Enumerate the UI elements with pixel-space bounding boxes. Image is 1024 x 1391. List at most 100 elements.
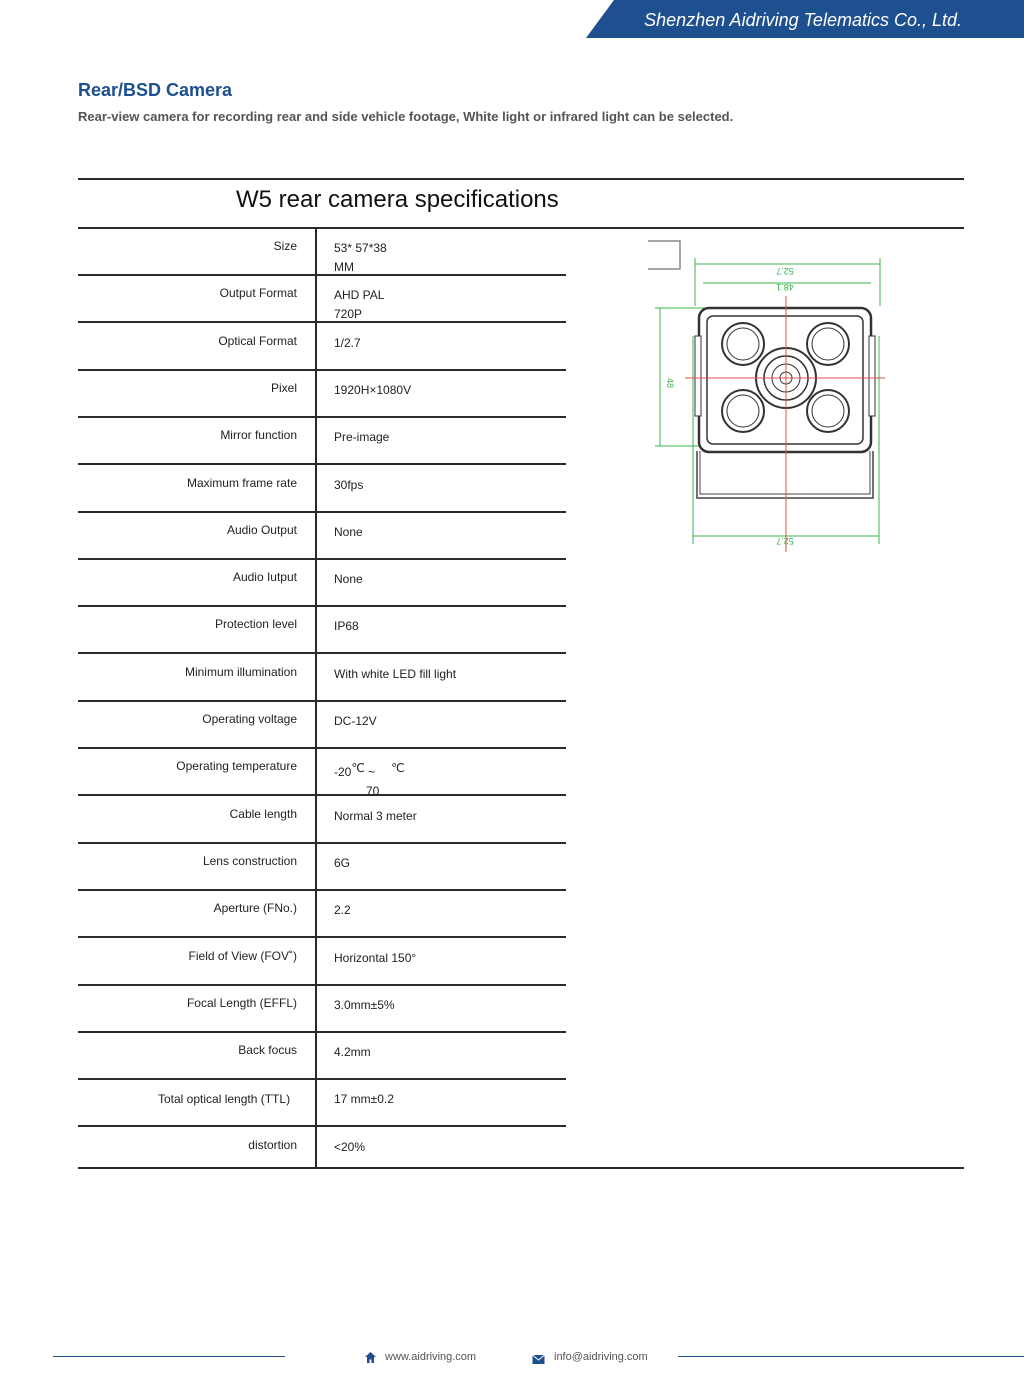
spec-value-line1: 53* 57*38	[334, 241, 387, 255]
spec-value-line1: None	[334, 572, 363, 587]
table-bottom-rule	[78, 1167, 964, 1169]
spec-row: Total optical length (TTL) 17 mm±0.2	[78, 1080, 566, 1128]
spec-row: Field of View (FOV˚) Horizontal 150°	[78, 939, 566, 986]
spec-value-line1: 1920H×1080V	[334, 382, 412, 397]
spec-label: Optical Format	[218, 333, 297, 348]
camera-technical-drawing: 52.7 48.1 48 52.7	[648, 240, 885, 552]
spec-value-line2: 720P	[334, 307, 363, 322]
spec-label: Mirror function	[220, 428, 297, 443]
spec-value-line1: None	[334, 524, 363, 539]
spec-value-line1: 30fps	[334, 477, 364, 492]
spec-value-line1: Horizontal 150°	[334, 950, 417, 965]
row-separator	[78, 747, 566, 749]
spec-value-line1: 1/2.7	[334, 335, 361, 350]
spec-label: Cable length	[229, 806, 297, 821]
spec-label: Operating voltage	[202, 712, 297, 726]
footer-website[interactable]: www.aidriving.com	[385, 1351, 477, 1363]
spec-row: Output Format AHD PAL 720P	[78, 276, 566, 324]
spec-value: 2.2	[334, 901, 351, 920]
row-separator	[78, 888, 566, 891]
spec-value-line1: DC-12V	[334, 714, 377, 728]
dim-bottom-label: 52.7	[776, 536, 794, 546]
row-separator	[78, 936, 566, 939]
spec-row: Audio Output None	[78, 513, 566, 560]
spec-label: Maximum frame rate	[186, 475, 297, 490]
footer-rule-left	[53, 1356, 285, 1357]
spec-value: Normal 3 meter	[334, 807, 417, 826]
table-header-rule	[78, 227, 964, 229]
spec-value-line1: -20	[334, 765, 352, 780]
dim-top-label: 52.7	[776, 266, 794, 276]
spec-label: Focal Length (EFFL)	[186, 995, 297, 1010]
spec-value: None	[334, 570, 363, 589]
spec-value-line1: AHD PAL	[334, 288, 385, 303]
spec-table-title: W5 rear camera specifications	[236, 186, 559, 213]
header-banner	[586, 0, 1024, 38]
row-separator	[78, 368, 566, 371]
table-column-divider	[315, 229, 317, 1169]
spec-value: None	[334, 523, 363, 542]
spec-value: 4.2mm	[334, 1043, 371, 1062]
company-name: Shenzhen Aidriving Telematics Co., Ltd.	[644, 10, 962, 30]
spec-label: Minimum illumination	[184, 664, 297, 679]
spec-value-line1: With white LED fill light	[334, 666, 457, 681]
section-description: Rear-view camera for recording rear and …	[78, 109, 734, 124]
spec-value: Pre-image	[334, 428, 389, 447]
spec-row: Minimum illumination With white LED fill …	[78, 655, 566, 702]
home-icon	[365, 1352, 376, 1363]
row-separator	[78, 983, 566, 986]
footer-email[interactable]: info@aidriving.com	[554, 1351, 648, 1363]
spec-label: Pixel	[270, 380, 297, 395]
spec-label: Output Format	[219, 286, 297, 301]
spec-label: Field of View (FOV˚)	[188, 948, 297, 963]
row-separator	[78, 415, 566, 418]
spec-row: Mirror function Pre-image	[78, 418, 566, 466]
row-separator	[78, 841, 566, 844]
spec-row: Maximum frame rate 30fps	[78, 466, 566, 513]
row-separator	[78, 1030, 566, 1033]
spec-label: Size	[273, 239, 297, 253]
spec-value-line1: Pre-image	[334, 430, 390, 445]
spec-row: Pixel 1920H×1080V	[78, 371, 566, 418]
spec-value-line1: 17 mm±0.2	[334, 1092, 394, 1107]
mail-icon	[532, 1354, 545, 1364]
spec-value: 3.0mm±5%	[334, 996, 395, 1015]
spec-value: IP68	[334, 617, 359, 636]
spec-value: <20%	[334, 1138, 365, 1157]
row-separator	[78, 794, 566, 797]
spec-label: Audio Output	[226, 522, 297, 537]
row-separator	[78, 605, 566, 608]
spec-value: AHD PAL 720P	[334, 286, 384, 324]
row-separator	[78, 652, 566, 655]
table-top-rule	[78, 178, 964, 180]
spec-value-line1: 2.2	[334, 903, 351, 918]
row-separator	[78, 699, 566, 702]
spec-row: Focal Length (EFFL) 3.0mm±5%	[78, 986, 566, 1033]
spec-value-line1: Normal 3 meter	[334, 808, 417, 823]
section-title: Rear/BSD Camera	[78, 80, 233, 100]
spec-label: Total optical length (TTL)	[158, 1092, 291, 1107]
spec-value: Horizontal 150°	[334, 949, 416, 968]
degree-unit: ℃	[351, 761, 365, 776]
spec-value-line1: 4.2mm	[334, 1045, 371, 1060]
dim-inner-label: 48.1	[776, 282, 794, 292]
spec-row: Operating voltage DC-12V	[78, 702, 566, 749]
spec-value-line1: 3.0mm±5%	[334, 997, 395, 1012]
spec-value-line1: IP68	[334, 619, 359, 634]
spec-row: distortion<20%	[78, 1128, 566, 1175]
spec-row: Cable length Normal 3 meter	[78, 797, 566, 844]
spec-value: 1/2.7	[334, 334, 361, 353]
spec-label: Lens construction	[202, 853, 297, 868]
row-separator	[78, 1078, 566, 1081]
degree-unit: ℃	[391, 761, 405, 776]
spec-value: DC-12V	[334, 712, 377, 731]
spec-value: 17 mm±0.2	[334, 1090, 394, 1109]
spec-row: Aperture (FNo.)2.2	[78, 891, 566, 939]
